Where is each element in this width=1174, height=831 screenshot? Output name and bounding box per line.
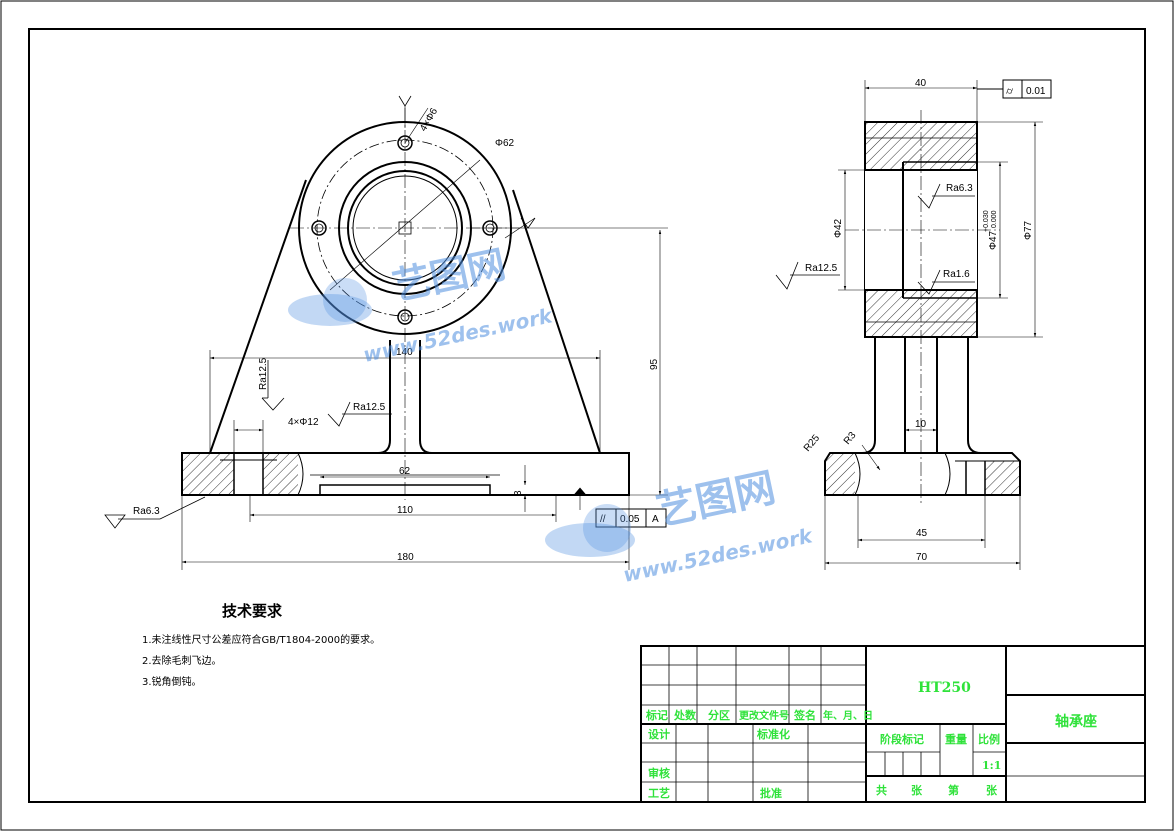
side-tol-symbol: ⌭ bbox=[1006, 86, 1014, 97]
tb-weight: 重量 bbox=[945, 732, 967, 746]
ra-outer: Ra12.5 bbox=[805, 263, 838, 274]
dim-40: 40 bbox=[915, 78, 927, 89]
ra-base: Ra6.3 bbox=[133, 506, 160, 517]
note-1: 1.未注线性尺寸公差应符合GB/T1804-2000的要求。 bbox=[142, 633, 380, 646]
dim-4x-phi12: 4×Φ12 bbox=[288, 417, 319, 428]
tb-stage-mark: 阶段标记 bbox=[880, 732, 924, 746]
tb-header-1: 处数 bbox=[673, 708, 697, 722]
tb-process: 工艺 bbox=[648, 786, 670, 800]
dim-4x-phi6: 4×Φ6 bbox=[418, 106, 440, 133]
side-tol-value: 0.01 bbox=[1026, 86, 1046, 97]
tb-sheets-1: 张 bbox=[911, 783, 923, 797]
dim-fit-bore: Φ47 bbox=[988, 230, 999, 250]
note-2: 2.去除毛刺飞边。 bbox=[142, 654, 222, 667]
dim-45: 45 bbox=[916, 528, 928, 539]
ra-bore-lower: Ra1.6 bbox=[943, 269, 970, 280]
notes-title: 技术要求 bbox=[222, 602, 283, 620]
tb-approve: 批准 bbox=[760, 786, 782, 800]
note-3: 3.锐角倒钝。 bbox=[142, 675, 202, 688]
tb-sheets-2: 第 bbox=[948, 783, 959, 797]
tol-value: 0.05 bbox=[620, 514, 640, 525]
tb-header-4: 签名 bbox=[793, 708, 816, 722]
dim-fit-lower: 0.000 bbox=[991, 210, 998, 228]
dim-bore: Φ42 bbox=[833, 218, 844, 238]
side-view bbox=[824, 110, 1021, 505]
dim-outer: Φ77 bbox=[1023, 220, 1034, 240]
svg-text:www.52des.work: www.52des.work bbox=[621, 523, 816, 587]
dim-pcd: Φ62 bbox=[495, 138, 515, 149]
tb-standardize: 标准化 bbox=[756, 727, 790, 741]
dim-r3: R3 bbox=[842, 430, 859, 447]
dim-fit-upper: +0.030 bbox=[983, 210, 990, 232]
ra-vertical: Ra12.5 bbox=[258, 357, 269, 390]
tb-review: 审核 bbox=[648, 766, 670, 780]
tb-scale-label: 比例 bbox=[978, 732, 1000, 746]
tb-header-5: 年、月、日 bbox=[823, 709, 873, 722]
dim-rib-10: 10 bbox=[915, 419, 927, 430]
dim-62: 62 bbox=[399, 466, 411, 477]
side-tolerance-frame bbox=[977, 79, 1052, 99]
tb-sheets-0: 共 bbox=[876, 783, 887, 797]
dim-r25: R25 bbox=[802, 432, 823, 453]
dim-180: 180 bbox=[397, 552, 414, 563]
dim-140: 140 bbox=[396, 347, 413, 358]
watermark-bottom: 艺图网 www.52des.work bbox=[545, 465, 816, 587]
dim-95: 95 bbox=[649, 358, 660, 370]
title-block bbox=[640, 645, 1146, 803]
tol-datum: A bbox=[652, 514, 659, 525]
ra-face: Ra12.5 bbox=[353, 402, 386, 413]
tb-sheets-3: 张 bbox=[986, 783, 998, 797]
watermark-top: 艺图网 www.52des.work bbox=[288, 242, 556, 367]
tb-material: HT250 bbox=[918, 680, 971, 696]
tb-design: 设计 bbox=[648, 727, 670, 741]
front-tolerance-frame bbox=[595, 508, 667, 528]
ra-bore-upper: Ra6.3 bbox=[946, 183, 973, 194]
svg-text:艺图网: 艺图网 bbox=[389, 242, 510, 309]
svg-text:艺图网: 艺图网 bbox=[653, 465, 780, 535]
svg-text:www.52des.work: www.52des.work bbox=[361, 303, 556, 367]
tol-symbol: // bbox=[600, 514, 606, 525]
tb-part-name: 轴承座 bbox=[1055, 713, 1097, 730]
tb-header-2: 分区 bbox=[708, 708, 730, 722]
tb-header-3: 更改文件号 bbox=[739, 709, 789, 722]
dim-110: 110 bbox=[397, 505, 413, 516]
dim-3: 3 bbox=[513, 490, 524, 496]
tb-scale-value: 1:1 bbox=[982, 759, 1001, 772]
tb-header-0: 标记 bbox=[645, 708, 668, 722]
inner-frame bbox=[28, 28, 1146, 803]
dim-70: 70 bbox=[916, 552, 928, 563]
